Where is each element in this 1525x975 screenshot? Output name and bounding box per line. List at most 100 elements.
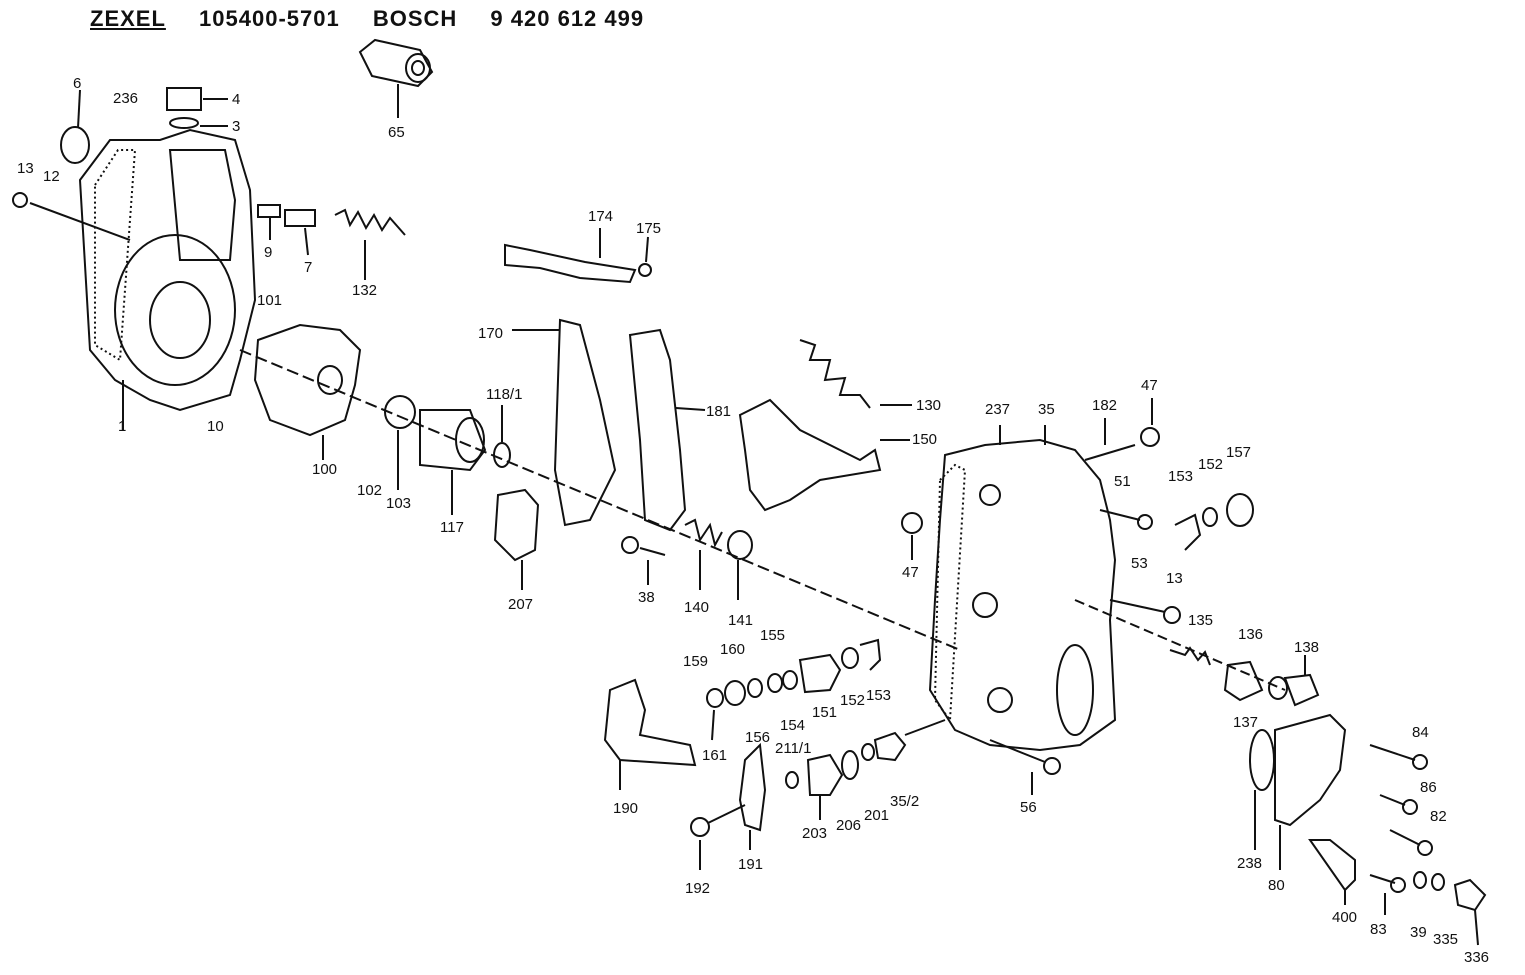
callout-label: 10 (207, 418, 224, 435)
callout-label: 35/2 (890, 793, 919, 810)
part-47-bolt (1140, 398, 1160, 447)
part-150-lever (738, 398, 910, 512)
part-336-nut (1453, 878, 1487, 946)
callout-label: 136 (1238, 626, 1263, 643)
callout-label: 13 (17, 160, 34, 177)
part-53-screw (1109, 599, 1181, 624)
callout-label: 238 (1237, 855, 1262, 872)
callout-label: 192 (685, 880, 710, 897)
part-191-plate (738, 742, 767, 850)
callout-label: 336 (1464, 949, 1489, 966)
callout-label: 38 (638, 589, 655, 606)
part-203-plug (806, 753, 844, 820)
part-170-lever (512, 318, 617, 527)
callout-label: 157 (1226, 444, 1251, 461)
callout-label: 236 (113, 90, 138, 107)
callout-label: 102 (357, 482, 382, 499)
part-80-cover (1274, 713, 1347, 870)
callout-label: 206 (836, 817, 861, 834)
part-132-spring (334, 208, 406, 280)
callout-label: 56 (1020, 799, 1037, 816)
part-238-gasket (1249, 729, 1275, 850)
callout-label: 130 (916, 397, 941, 414)
callout-label: 155 (760, 627, 785, 644)
callout-label: 13 (1166, 570, 1183, 587)
callout-label: 3 (232, 118, 240, 135)
part-65-nut (358, 38, 434, 118)
callout-label: 51 (1114, 473, 1131, 490)
part-181-lever (628, 328, 706, 532)
shaft-centerline (239, 349, 961, 651)
part-192-screw (690, 804, 746, 870)
callout-label: 39 (1410, 924, 1427, 941)
part-136-nut (1223, 660, 1288, 702)
part-39-washer (1413, 871, 1427, 889)
callout-label: 118/1 (486, 386, 522, 403)
callout-label: 6 (73, 75, 81, 92)
brand-bosch: BOSCH (372, 6, 458, 31)
part-400-lever (1308, 839, 1356, 905)
part-152-ring (1202, 507, 1218, 527)
callout-label: 140 (684, 599, 709, 616)
part-35-2-fitting (873, 719, 946, 762)
part-174-lever (504, 228, 652, 284)
callout-label: 1 (118, 418, 126, 435)
part-130-spring (799, 339, 912, 409)
part-1-governor-housing (78, 128, 257, 430)
callout-label: 132 (352, 282, 377, 299)
callout-label: 156 (745, 729, 770, 746)
part-56-screw (989, 739, 1061, 795)
callout-label: 53 (1131, 555, 1148, 572)
callout-label: 141 (728, 612, 753, 629)
part-135-screw (1169, 646, 1211, 666)
callout-label: 35 (1038, 401, 1055, 418)
part-84-screw (1369, 744, 1428, 770)
callout-label: 160 (720, 641, 745, 658)
callout-label: 161 (702, 747, 727, 764)
callout-label: 174 (588, 208, 613, 225)
callout-label: 151 (812, 704, 837, 721)
callout-label: 135 (1188, 612, 1213, 629)
callout-label: 65 (388, 124, 405, 141)
callout-label: 159 (683, 653, 708, 670)
adjust-centerline (1074, 599, 1286, 691)
callout-label: 117 (440, 519, 464, 536)
callout-label: 7 (304, 259, 312, 276)
part-9-plate (257, 204, 316, 256)
part-83-screw (1369, 874, 1406, 915)
part-160-washer (724, 680, 746, 706)
callout-label: 47 (1141, 377, 1158, 394)
part-201-ring (861, 743, 875, 761)
part-335-washer (1431, 873, 1445, 891)
callout-label: 191 (738, 856, 763, 873)
callout-label: 154 (780, 717, 805, 734)
part-86-screw (1379, 794, 1418, 815)
part-82-screw (1389, 829, 1433, 856)
part-6-plug (60, 89, 90, 164)
callout-label: 181 (706, 403, 731, 420)
callout-label: 153 (1168, 468, 1193, 485)
part-51-screw (1099, 509, 1153, 530)
callout-label: 83 (1370, 921, 1387, 938)
part-155-ring (767, 673, 783, 693)
part-140-spring (684, 518, 723, 590)
callout-label: 201 (864, 807, 889, 824)
part-152b-ring (841, 647, 859, 669)
part-190-lever (603, 678, 697, 790)
part-154-ring (782, 670, 798, 690)
part-12-screw (12, 192, 131, 241)
part-103-sleeve (384, 395, 416, 490)
callout-label: 203 (802, 825, 827, 842)
part-182-pin (1084, 418, 1136, 461)
part-206-ring (841, 750, 859, 780)
callout-label: 86 (1420, 779, 1437, 796)
part-157-cap (1226, 493, 1254, 527)
callout-label: 335 (1433, 931, 1458, 948)
part-117-sleeve (419, 409, 487, 515)
callout-label: 82 (1430, 808, 1447, 825)
callout-labels: 65 6 236 4 3 13 12 9 7 132 101 10 1 100 … (17, 75, 1489, 966)
callout-label: 150 (912, 431, 937, 448)
callout-label: 170 (478, 325, 503, 342)
part-number-bosch: 9 420 612 499 (490, 6, 645, 31)
